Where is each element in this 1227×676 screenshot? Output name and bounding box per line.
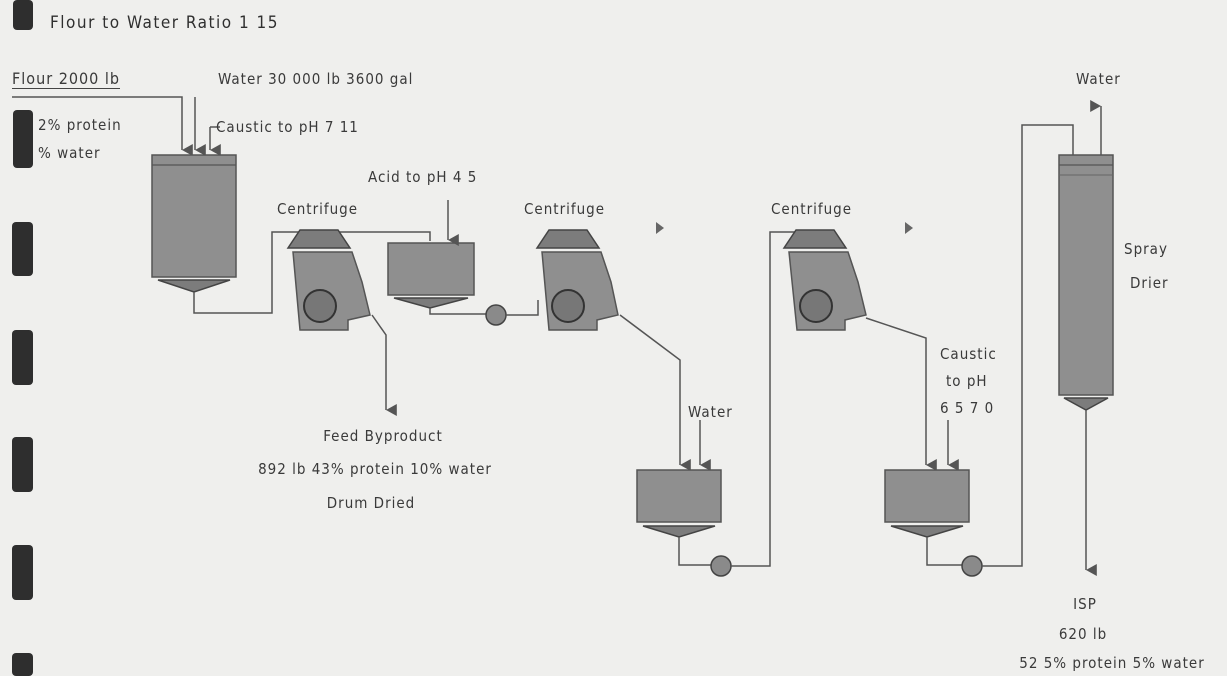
extraction-tank	[151, 154, 431, 314]
diagram-title: Flour to Water Ratio 1 15	[50, 13, 280, 33]
centrifuge-3-label: Centrifuge	[771, 200, 853, 218]
flour-input-label: Flour 2000 lb	[12, 69, 121, 89]
neutralization-tank	[884, 124, 1074, 577]
flour-protein-label: 2% protein	[38, 116, 122, 134]
centrifuge-3	[782, 222, 937, 471]
wash-tank	[636, 231, 800, 577]
centrifuge-2-label: Centrifuge	[524, 200, 606, 218]
binder-punch-holes	[12, 0, 33, 676]
acid-input-label: Acid to pH 4 5	[368, 168, 478, 186]
water-out-label: Water	[1076, 70, 1121, 88]
centrifuge-2	[535, 222, 691, 471]
spray-dryer-label-line1: Spray	[1124, 240, 1168, 258]
wash-water-label: Water	[688, 403, 733, 421]
caustic-2-label-line3: 6 5 7 0	[940, 399, 995, 417]
centrifuge-1	[286, 229, 397, 416]
caustic-input-label: Caustic to pH 7 11	[216, 118, 359, 136]
input-lines	[12, 96, 221, 156]
flour-water-label: % water	[38, 144, 101, 162]
acid-tank	[387, 200, 539, 326]
caustic-2-label-line2: to pH	[946, 372, 988, 390]
byproduct-label-line2: 892 lb 43% protein 10% water	[258, 460, 492, 478]
product-label-line2: 620 lb	[1058, 625, 1108, 643]
product-label-line3: 52 5% protein 5% water	[1019, 654, 1205, 672]
product-label-line1: ISP	[1073, 595, 1097, 613]
caustic-2-label-line1: Caustic	[940, 345, 997, 363]
centrifuge-1-label: Centrifuge	[277, 200, 359, 218]
spray-dryer-label-line2: Drier	[1130, 274, 1169, 292]
byproduct-label-line3: Drum Dried	[326, 494, 416, 512]
water-input-label: Water 30 000 lb 3600 gal	[218, 70, 414, 88]
spray-dryer	[1058, 100, 1114, 576]
byproduct-label-line1: Feed Byproduct	[323, 427, 443, 445]
